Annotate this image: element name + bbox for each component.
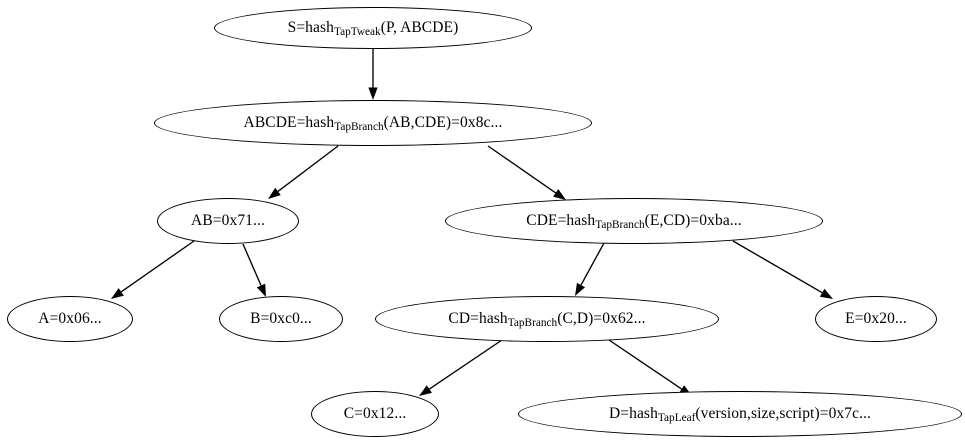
node-c[interactable]: C=0x12... (311, 391, 439, 437)
node-s-label: S=hashTapTweak(P, ABCDE) (287, 19, 459, 39)
node-cde-label: CDE=hashTapBranch(E,CD)=0xba... (526, 212, 742, 232)
edge-cde-e (732, 240, 833, 299)
edge-cde-cd (575, 242, 605, 296)
node-d[interactable]: D=hashTapLeaf(version,size,script)=0x7c.… (518, 391, 962, 437)
edge-cd-c-arrowhead-icon (419, 385, 432, 396)
node-ab[interactable]: AB=0x71... (157, 198, 299, 244)
node-c-label-main: C=0x12... (343, 405, 407, 423)
node-s-label-suffix: (P, ABCDE) (380, 19, 459, 37)
edge-cd-d-line (608, 339, 683, 390)
edge-abcde-cde-arrowhead-icon (553, 189, 566, 200)
edge-cde-e-line (732, 240, 823, 294)
edge-cde-cd-arrowhead-icon (575, 282, 586, 296)
node-cd-label-main: CD=hash (448, 310, 508, 328)
edge-ab-a-arrowhead-icon (111, 288, 124, 299)
node-e-label-main: E=0x20... (845, 310, 907, 328)
edge-abcde-ab-line (277, 145, 339, 192)
edge-ab-a-line (120, 240, 195, 293)
node-ab-label-main: AB=0x71... (191, 212, 265, 230)
node-s-label-subscript: TapTweak (333, 26, 381, 39)
edge-ab-b-arrowhead-icon (256, 283, 266, 297)
edge-s-abcde (368, 49, 378, 100)
node-cde[interactable]: CDE=hashTapBranch(E,CD)=0xba... (445, 198, 823, 244)
edge-abcde-ab (268, 145, 339, 199)
edge-s-abcde-arrowhead-icon (368, 87, 378, 100)
node-abcde-label: ABCDE=hashTapBranch(AB,CDE)=0x8c... (243, 114, 503, 134)
edge-abcde-ab-arrowhead-icon (268, 187, 281, 199)
node-cde-label-subscript: TapBranch (595, 219, 645, 232)
node-d-label-suffix: (version,size,script)=0x7c... (695, 405, 872, 423)
node-cde-label-suffix: (E,CD)=0xba... (644, 212, 742, 230)
edge-cd-d (608, 339, 692, 396)
node-abcde-label-subscript: TapBranch (334, 121, 384, 134)
edge-cd-c (419, 339, 503, 396)
node-abcde-label-main: ABCDE=hash (243, 114, 335, 132)
node-abcde[interactable]: ABCDE=hashTapBranch(AB,CDE)=0x8c... (154, 100, 592, 146)
node-cd-label-suffix: (C,D)=0x62... (557, 310, 646, 328)
node-d-label-main: D=hash (608, 405, 658, 423)
node-d-label-subscript: TapLeaf (657, 412, 696, 425)
edge-ab-a (111, 240, 195, 299)
node-d-label: D=hashTapLeaf(version,size,script)=0x7c.… (608, 405, 872, 425)
node-e[interactable]: E=0x20... (815, 296, 937, 342)
node-abcde-label-suffix: (AB,CDE)=0x8c... (383, 114, 503, 132)
node-e-label: E=0x20... (845, 311, 907, 327)
node-a-label: A=0x06... (38, 311, 101, 327)
edge-abcde-cde-line (487, 145, 557, 194)
node-ab-label: AB=0x71... (191, 213, 265, 229)
node-b-label-main: B=0xc0... (250, 310, 312, 328)
node-a-label-main: A=0x06... (38, 310, 102, 328)
edge-ab-b (242, 243, 266, 297)
node-b[interactable]: B=0xc0... (219, 296, 343, 342)
node-s-label-main: S=hash (287, 19, 334, 37)
edge-abcde-cde (487, 145, 566, 200)
edge-ab-b-line (242, 243, 262, 286)
node-cd[interactable]: CD=hashTapBranch(C,D)=0x62... (375, 296, 719, 342)
node-c-label: C=0x12... (344, 406, 407, 422)
node-s[interactable]: S=hashTapTweak(P, ABCDE) (214, 7, 532, 49)
node-a[interactable]: A=0x06... (7, 296, 133, 342)
node-cde-label-main: CDE=hash (526, 212, 596, 230)
node-cd-label: CD=hashTapBranch(C,D)=0x62... (448, 310, 646, 330)
node-b-label: B=0xc0... (250, 311, 312, 327)
edge-cde-cd-line (580, 242, 605, 286)
edge-cd-c-line (428, 339, 503, 390)
edge-cde-e-arrowhead-icon (819, 288, 833, 299)
node-cd-label-subscript: TapBranch (507, 317, 558, 330)
